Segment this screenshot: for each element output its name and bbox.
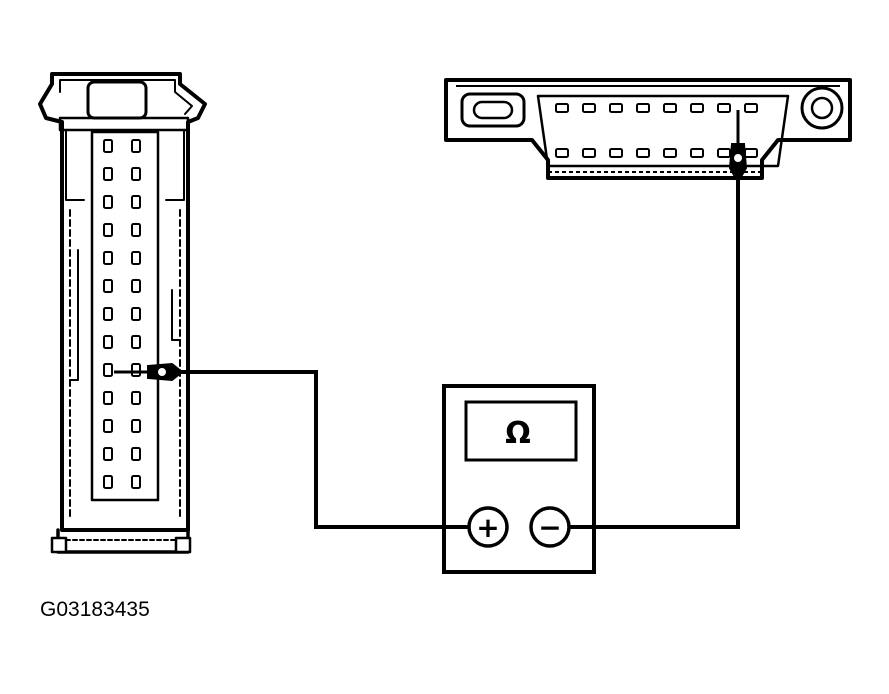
connector-pin-cavity: [131, 475, 141, 489]
connector-pin-cavity: [131, 195, 141, 209]
module-connector: [38, 72, 207, 554]
connector-pin-cavity: [131, 223, 141, 237]
connector-pin-cavity: [103, 251, 113, 265]
dlc-pin-cavity: [717, 148, 731, 158]
dlc-pin-cavity: [663, 148, 677, 158]
ohm-symbol: Ω: [505, 416, 531, 451]
dlc-pin-cavity: [582, 103, 596, 113]
dlc-pin-cavity: [582, 148, 596, 158]
dlc-pin-cavity: [636, 103, 650, 113]
dlc-pin-cavity: [636, 148, 650, 158]
connector-pin-cavity: [103, 279, 113, 293]
connector-pin-cavity: [103, 391, 113, 405]
connector-pin-cavity: [103, 335, 113, 349]
dlc-pin-cavity: [744, 148, 758, 158]
probe-tip-dlc: [728, 110, 748, 185]
ohmmeter: Ω + −: [442, 384, 596, 574]
connector-pin-cavity: [103, 419, 113, 433]
figure-id: G03183435: [40, 598, 150, 621]
positive-terminal-sign: +: [476, 511, 499, 544]
connector-pin-cavity: [131, 391, 141, 405]
connector-pin-cavity: [103, 223, 113, 237]
connector-pin-cavity: [131, 279, 141, 293]
connector-pin-cavity: [131, 167, 141, 181]
dlc-pin-cavity: [609, 103, 623, 113]
connector-pin-cavity: [131, 363, 141, 377]
dlc-pin-cavity: [663, 103, 677, 113]
connector-pin-cavity: [131, 419, 141, 433]
connector-pin-cavity: [103, 167, 113, 181]
dlc-pin-cavity: [555, 103, 569, 113]
connector-pin-cavity: [103, 139, 113, 153]
negative-lead: [569, 176, 740, 529]
dlc-pin-cavity: [717, 103, 731, 113]
dlc-pin-cavity: [555, 148, 569, 158]
positive-lead: [176, 370, 469, 529]
connector-pin-cavity: [131, 335, 141, 349]
diagnostic-link-connector: [444, 78, 852, 180]
connector-pin-grid: [103, 139, 141, 489]
connector-pin-cavity: [103, 363, 113, 377]
connector-pin-cavity: [103, 447, 113, 461]
connector-pin-cavity: [103, 307, 113, 321]
connector-pin-cavity: [131, 307, 141, 321]
dlc-pin-rows: [555, 103, 758, 158]
probe-tip-module: [114, 362, 184, 382]
negative-terminal-sign: −: [538, 511, 561, 544]
dlc-pin-cavity: [690, 103, 704, 113]
meter-display: [464, 400, 578, 462]
connector-pin-cavity: [131, 139, 141, 153]
connector-pin-cavity: [103, 195, 113, 209]
dlc-pin-cavity: [690, 148, 704, 158]
connector-pin-cavity: [103, 475, 113, 489]
dlc-pin-cavity: [744, 103, 758, 113]
connector-pin-cavity: [131, 447, 141, 461]
dlc-pin-cavity: [609, 148, 623, 158]
test-leads: [176, 176, 740, 529]
connector-pin-cavity: [131, 251, 141, 265]
